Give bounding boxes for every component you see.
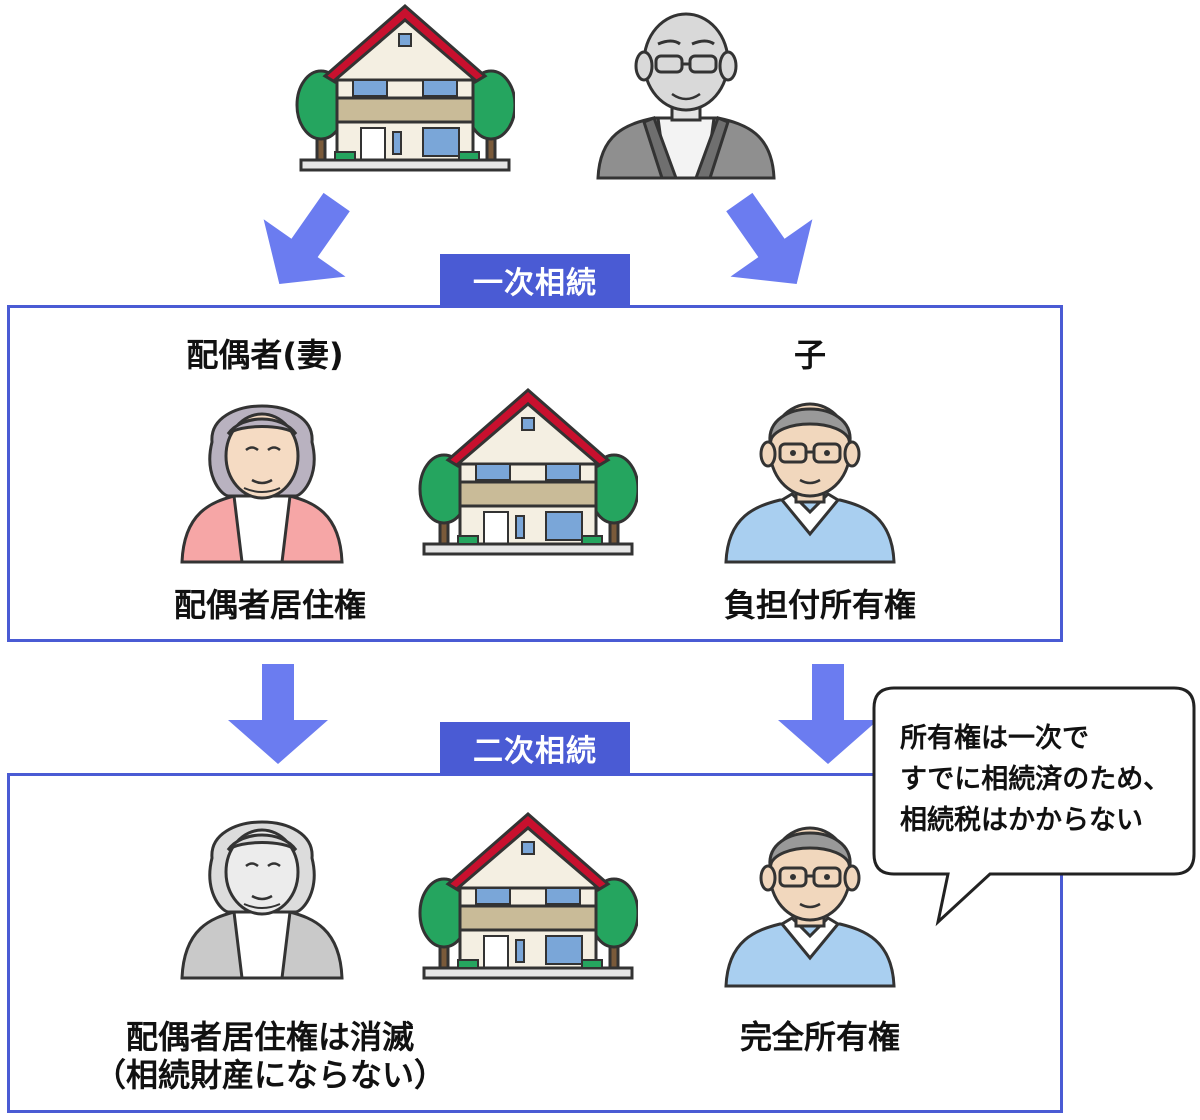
bubble-line-3: 相続税はかからない: [900, 805, 1143, 836]
house-icon: [418, 808, 638, 988]
down-arrow-icon: [235, 169, 380, 316]
down-arrow-icon: [228, 662, 328, 766]
grandmother-icon: [172, 384, 352, 564]
house-icon: [295, 0, 515, 180]
grandmother-icon: [172, 800, 352, 980]
grandfather-icon: [596, 0, 776, 180]
child-heading: 子: [793, 336, 826, 374]
spouse-residence-right: 配偶者居住権: [173, 586, 366, 624]
child-burdened-ownership: 負担付所有権: [723, 586, 916, 624]
not-inherited-property-note: （相続財産にならない）: [93, 1056, 446, 1094]
speech-bubble: [872, 686, 1196, 927]
down-arrow-icon: [695, 169, 840, 316]
down-arrow-icon: [778, 662, 878, 766]
spouse-heading: 配偶者(妻): [186, 336, 344, 374]
spouse-right-extinguished: 配偶者居住権は消滅: [125, 1018, 414, 1056]
bubble-line-1: 所有権は一次で: [900, 723, 1089, 754]
house-icon: [418, 384, 638, 564]
primary-inheritance-tag: 一次相続: [440, 254, 630, 306]
child-full-ownership: 完全所有権: [739, 1018, 900, 1056]
son-icon: [720, 384, 900, 564]
secondary-inheritance-tag: 二次相続: [440, 722, 630, 774]
bubble-line-2: すでに相続済のため、: [900, 764, 1171, 795]
